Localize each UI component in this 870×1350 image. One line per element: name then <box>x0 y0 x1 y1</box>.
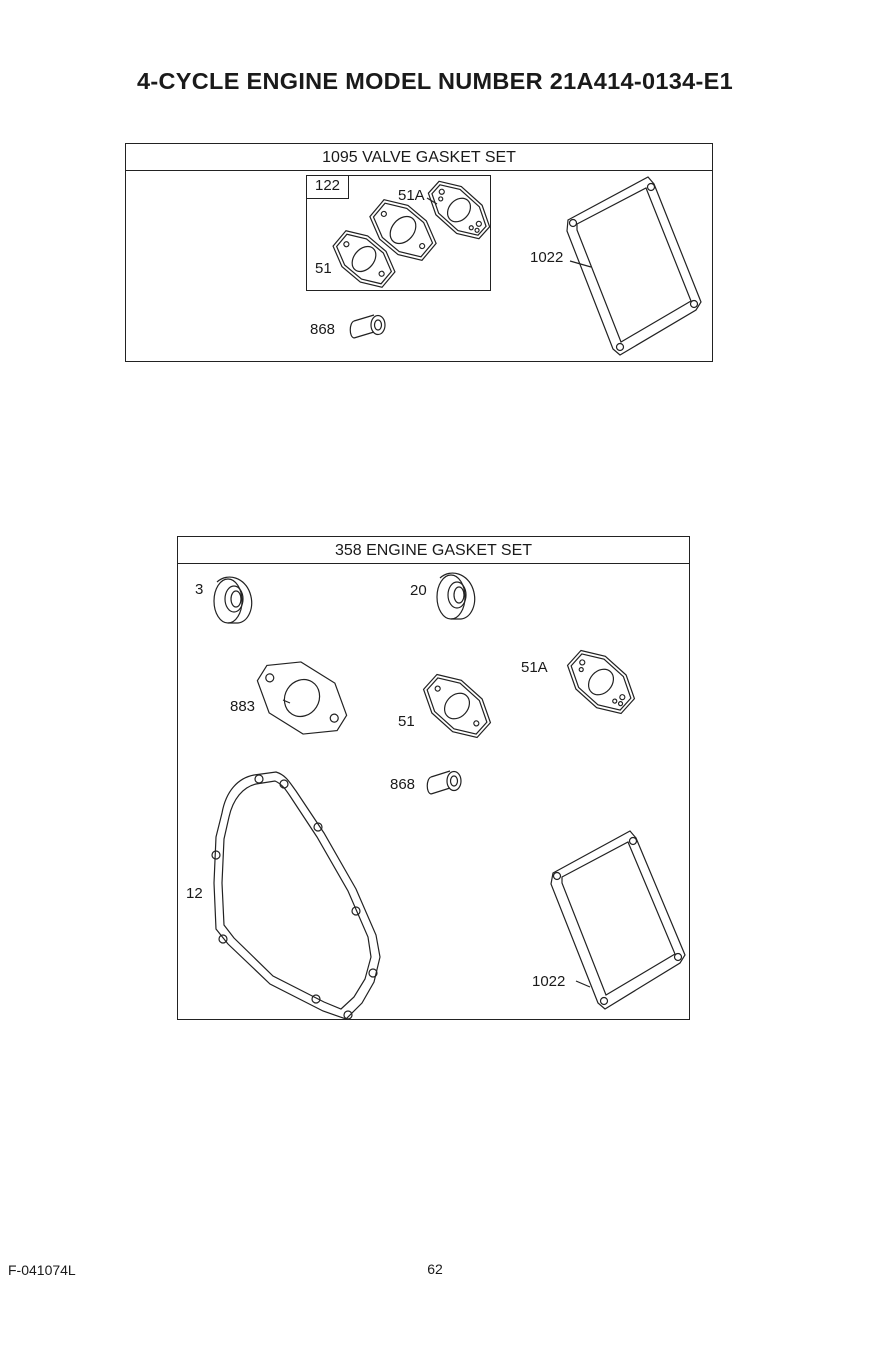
gasket-51-illustration <box>416 666 499 747</box>
gasket-883-illustration <box>246 648 358 749</box>
oil-seal-20-illustration <box>437 573 475 619</box>
part-label-3: 3 <box>195 582 203 598</box>
page-title: 4-CYCLE ENGINE MODEL NUMBER 21A414-0134-… <box>0 68 870 95</box>
part-label-868: 868 <box>310 322 335 338</box>
part-label-868: 868 <box>390 777 415 793</box>
valve-gasket-set-panel: 1095 VALVE GASKET SET 122 <box>125 143 713 362</box>
engine-gasket-set-panel: 358 ENGINE GASKET SET <box>177 536 690 1020</box>
gasket-51a-illustration <box>560 642 643 723</box>
page-number: 62 <box>0 1261 870 1277</box>
part-label-51: 51 <box>315 261 332 277</box>
part-label-883: 883 <box>230 699 255 715</box>
crankcase-gasket-12-illustration <box>212 772 380 1019</box>
oil-seal-3-illustration <box>214 577 252 623</box>
part-label-51a: 51A <box>521 660 548 676</box>
part-label-1022: 1022 <box>532 974 565 990</box>
part-label-51: 51 <box>398 714 415 730</box>
engine-gasket-set-drawing <box>178 537 689 1019</box>
part-label-12: 12 <box>186 886 203 902</box>
valve-cover-gasket-1022-illustration <box>551 831 685 1009</box>
valve-seal-868-illustration <box>427 771 461 794</box>
valve-seal-868-illustration <box>350 315 385 338</box>
valve-gasket-set-drawing <box>126 144 712 361</box>
part-label-51a: 51A <box>398 188 425 204</box>
part-label-1022: 1022 <box>530 250 563 266</box>
part-label-20: 20 <box>410 583 427 599</box>
